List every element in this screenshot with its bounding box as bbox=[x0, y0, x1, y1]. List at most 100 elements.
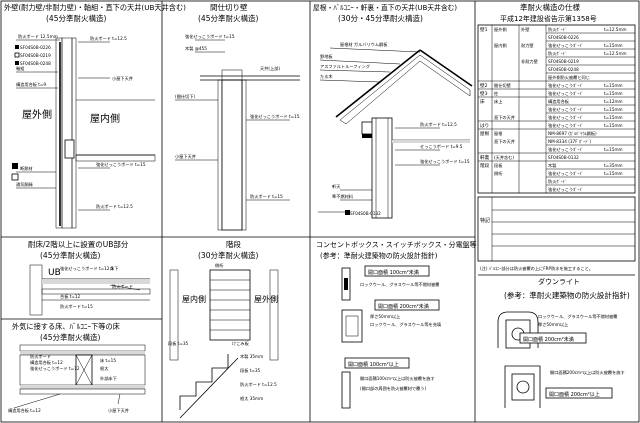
svg-text:(開口部の周囲を防火被覆材で覆う): (開口部の周囲を防火被覆材で覆う) bbox=[360, 385, 426, 392]
svg-text:天井(上部): 天井(上部) bbox=[260, 65, 280, 72]
svg-text:小屋下天井: 小屋下天井 bbox=[108, 407, 129, 414]
spec-cell-c: 強化せっこうﾎﾞｰﾄﾞ bbox=[548, 170, 584, 177]
panel-title: 間仕切り壁 bbox=[210, 2, 248, 12]
spec-cell-b: 耐力壁 bbox=[521, 42, 534, 49]
svg-text:開口面積200cm²以上は防火被覆を施す: 開口面積200cm²以上は防火被覆を施す bbox=[550, 369, 625, 376]
panel-subtitle: (参考：準耐火建築物の防火設計指針) bbox=[320, 251, 438, 260]
panel-subtitle: (30分・45分準耐火構造) bbox=[338, 13, 423, 23]
svg-text:SF04S0B-0132: SF04S0B-0132 bbox=[350, 211, 381, 216]
panel-title: 耐床/2階以上に設置のUB部分 bbox=[28, 239, 129, 249]
svg-text:SF04S0B-0248: SF04S0B-0248 bbox=[20, 61, 51, 66]
spec-cell-group: 壁2 bbox=[480, 82, 488, 89]
svg-text:強化せっこうボード t=12: 強化せっこうボード t=12 bbox=[30, 365, 80, 372]
svg-text:防火ボード t=12.5: 防火ボード t=12.5 bbox=[96, 203, 133, 210]
spec-cell-a: 段板 bbox=[494, 162, 503, 169]
svg-text:防火ボード: 防火ボード bbox=[30, 353, 51, 360]
spec-cell-d: t=15mm bbox=[604, 123, 623, 128]
svg-text:厚さ50mm以上: 厚さ50mm以上 bbox=[538, 321, 568, 328]
spec-cell-d: t=12.5mm bbox=[604, 27, 627, 32]
svg-text:木製 @455: 木製 @455 bbox=[185, 45, 207, 52]
svg-text:軸組: 軸組 bbox=[16, 65, 24, 72]
spec-row: 軒裏(天井含む)SF04S0B-0132 bbox=[478, 152, 635, 161]
panel-ub-floor: 耐床/2階以上に設置のUB部分 (45分準耐火構造) UB 強化せっこうボード … bbox=[28, 239, 151, 316]
panel-title: 外壁(耐力壁/非耐力壁)・軸組・直下の天井(UB天井含む) bbox=[4, 3, 186, 12]
callouts: 側桁 段板 t=35 けこみ板 木製 35mm 段板 t=35 防火ボード t=… bbox=[168, 262, 277, 402]
svg-text:合板 t=12: 合板 t=12 bbox=[60, 293, 81, 300]
svg-text:構造用合板 t=9: 構造用合板 t=9 bbox=[16, 81, 46, 88]
svg-text:開口面積100cm²以上は防火被覆を施す: 開口面積100cm²以上は防火被覆を施す bbox=[360, 375, 435, 382]
panel-subtitle: (参考：準耐火建築物の防火設計指針) bbox=[504, 290, 630, 300]
svg-text:けこみ板: けこみ板 bbox=[232, 340, 250, 347]
svg-text:防火ボード t=12.5: 防火ボード t=12.5 bbox=[240, 381, 277, 388]
panel-exterior-wall: 外壁(耐力壁/非耐力壁)・軸組・直下の天井(UB天井含む) (45分準耐火構造)… bbox=[4, 3, 186, 229]
spec-title: 準耐火構造の仕様 bbox=[520, 2, 580, 12]
spec-row: 直下の天井 NM-8334 (37F ﾎﾞｰﾄﾞ) bbox=[494, 136, 635, 145]
spec-cell-d: t=12.5mm bbox=[604, 51, 627, 56]
spec-cell-c: SF04S0B-0219 bbox=[548, 59, 579, 64]
svg-text:防火ボード t=12.5: 防火ボード t=12.5 bbox=[90, 35, 127, 42]
opening-box-2 bbox=[545, 387, 613, 399]
svg-text:床 t=15: 床 t=15 bbox=[100, 357, 116, 364]
svg-text:アスファルトルーフィング: アスファルトルーフィング bbox=[320, 63, 370, 70]
spec-cell-c: SF04S0B-0132 bbox=[548, 155, 579, 160]
spec-cell-c: 強化せっこうﾎﾞｰﾄﾞ bbox=[548, 90, 584, 97]
callouts: 防火ボード 構造用合板 t=12 強化せっこうボード t=12 床 t=15 根… bbox=[8, 353, 129, 414]
spec-cell-group: 床 bbox=[480, 98, 485, 105]
spec-cell-a: 直下の天井 bbox=[494, 114, 515, 121]
svg-text:開口面積 200cm²未満: 開口面積 200cm²未満 bbox=[523, 336, 574, 343]
spec-cell-c: 強化せっこうﾎﾞｰﾄﾞ bbox=[548, 146, 584, 153]
spec-cell-d: t=12mm bbox=[604, 99, 623, 104]
svg-text:断熱材: 断熱材 bbox=[20, 165, 33, 172]
svg-text:強化せっこうボード t=15: 強化せっこうボード t=15 bbox=[250, 113, 300, 120]
panel-title: 屋根・ﾊﾞﾙｺﾆｰ・軒裏・直下の天井(UB天井含む) bbox=[313, 3, 457, 12]
panel-subtitle: (45分準耐火構造) bbox=[198, 13, 258, 23]
label-exterior: 屋外側 bbox=[254, 294, 278, 304]
svg-text:開口面積 100cm²以上: 開口面積 100cm²以上 bbox=[348, 361, 399, 368]
svg-text:床下: 床下 bbox=[110, 265, 118, 272]
spec-cell-group: 壁1 bbox=[480, 26, 488, 33]
opening-box-1 bbox=[364, 265, 430, 277]
panel-stairs: 階段 (30分準耐火構造) 屋内側 屋外側 側桁 段板 t=35 けこみ板 木製… bbox=[168, 239, 279, 419]
spec-row: 強化せっこうﾎﾞｰﾄﾞ bbox=[546, 184, 635, 193]
svg-text:根太 35mm: 根太 35mm bbox=[240, 395, 263, 402]
spec-cell-a: 柱 bbox=[494, 90, 499, 97]
svg-text:防火ボード t=15: 防火ボード t=15 bbox=[250, 193, 283, 200]
spec-cell-group: 階段 bbox=[480, 162, 490, 169]
panel-outlet-boxes: コンセントボックス・スイッチボックス・分電盤等 (参考：準耐火建築物の防火設計指… bbox=[316, 240, 477, 409]
spec-cell-a: 直下の天井 bbox=[494, 138, 515, 145]
svg-text:ロックウール、グラスウール等不燃材被覆: ロックウール、グラスウール等不燃材被覆 bbox=[538, 313, 618, 320]
spec-cell-c: 強化せっこうﾎﾞｰﾄﾞ bbox=[548, 106, 584, 113]
spec-cell-a: 間仕切壁 bbox=[494, 82, 511, 89]
spec-cell-c: 防火ﾎﾞｰﾄﾞ bbox=[548, 26, 567, 33]
svg-text:防火ボード 12.5mm: 防火ボード 12.5mm bbox=[18, 33, 58, 40]
spec-cell-a: 屋外側 bbox=[494, 26, 507, 33]
svg-text:構造用合板 t=12: 構造用合板 t=12 bbox=[8, 407, 41, 414]
svg-text:段板 t=35: 段板 t=35 bbox=[168, 340, 189, 347]
spec-cell-c: 強化せっこうﾎﾞｰﾄﾞ bbox=[548, 114, 584, 121]
panel-subtitle: (45分準耐火構造) bbox=[40, 250, 100, 260]
spec-cell-c: 強化せっこうﾎﾞｰﾄﾞ bbox=[548, 82, 584, 89]
svg-text:防火ボード t=12.5: 防火ボード t=12.5 bbox=[420, 121, 457, 128]
spec-cell-c: NM-8334 (37F ﾎﾞｰﾄﾞ) bbox=[548, 139, 591, 144]
svg-text:SF04S0B-0219: SF04S0B-0219 bbox=[20, 53, 51, 58]
svg-text:外部床下: 外部床下 bbox=[100, 375, 117, 382]
opening-box-1 bbox=[519, 332, 587, 344]
callouts: 強化せっこうボード t=12.5 床下 防火ボード 合板 t=12 防火ボード … bbox=[60, 265, 141, 310]
svg-text:開口面積 200cm²未満: 開口面積 200cm²未満 bbox=[378, 303, 429, 310]
spec-row: SF04S0B-0248 bbox=[546, 64, 635, 72]
spec-cell-d: t=15mm bbox=[604, 115, 623, 120]
spec-cell-c: 強化せっこうﾎﾞｰﾄﾞ bbox=[548, 186, 584, 193]
svg-text:小屋下天井: 小屋下天井 bbox=[175, 153, 196, 160]
spec-cell-group: 壁3 bbox=[480, 90, 488, 97]
